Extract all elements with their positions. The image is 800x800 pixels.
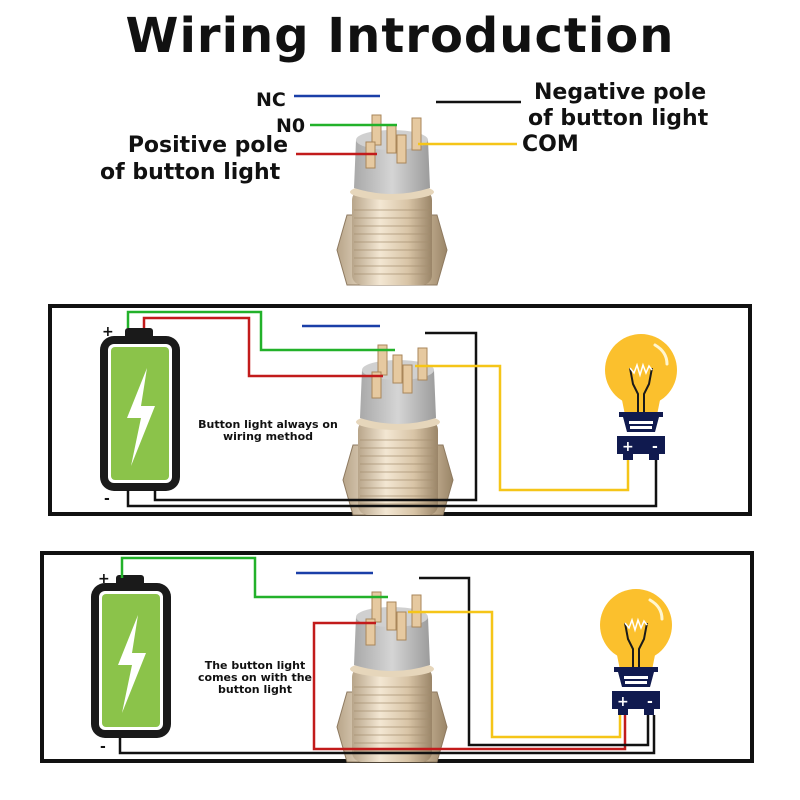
diagram1-battery-minus: - — [104, 491, 110, 507]
diagram2-battery-minus: - — [100, 739, 106, 755]
diagram2-wire-red — [312, 621, 627, 751]
diagram2-switch — [336, 591, 448, 763]
diagram1-caption: Button light always on wiring method — [188, 419, 348, 443]
label-negative-pole-2: of button light — [528, 106, 709, 131]
diagram2-wire-negative — [118, 715, 656, 755]
diagram2-caption: The button light comes on with the butto… — [180, 660, 330, 696]
diagram1-switch — [342, 344, 454, 516]
diagram2-bulb — [598, 587, 674, 717]
diagram2-battery — [91, 575, 171, 738]
diagram2-bulb-minus: - — [647, 694, 653, 710]
page-title: Wiring Introduction — [125, 8, 675, 64]
diagram2-wire-yellow — [408, 610, 622, 739]
diagram1-bulb — [603, 332, 679, 462]
diagram2-battery-plus: + — [98, 571, 110, 587]
switch-top — [336, 114, 448, 286]
diagram1-wire-yellow — [415, 364, 630, 492]
diagram2-caption-line1: The button light — [204, 659, 306, 672]
diagram1-bulb-minus: - — [652, 439, 658, 455]
diagram1-wire-red — [142, 316, 383, 378]
label-com: COM — [522, 132, 579, 157]
diagram2-wire-black — [419, 576, 650, 747]
diagram2-caption-line3: button light — [218, 683, 292, 696]
diagram2-caption-line2: comes on with the — [198, 671, 312, 684]
diagram1-caption-line2: wiring method — [222, 430, 314, 443]
label-no: N0 — [276, 115, 306, 137]
label-nc: NC — [256, 89, 286, 111]
label-positive-pole-2: of button light — [100, 160, 281, 185]
label-positive-line1: Positive pole — [127, 133, 288, 158]
label-positive-pole: Positive pole — [110, 133, 288, 158]
diagram1-wire-black — [153, 331, 478, 502]
diagram1-bulb-plus: + — [622, 439, 634, 455]
label-negative-pole: Negative pole — [534, 80, 707, 105]
diagram2-bulb-plus: + — [617, 694, 629, 710]
diagram1-wire-green — [126, 310, 395, 352]
diagram1-wire-negative — [126, 460, 658, 508]
diagram2-wire-green — [120, 556, 388, 599]
diagram1-battery-plus: + — [102, 324, 114, 340]
diagram1-caption-line1: Button light always on — [198, 418, 338, 431]
diagram1-battery — [100, 328, 180, 491]
